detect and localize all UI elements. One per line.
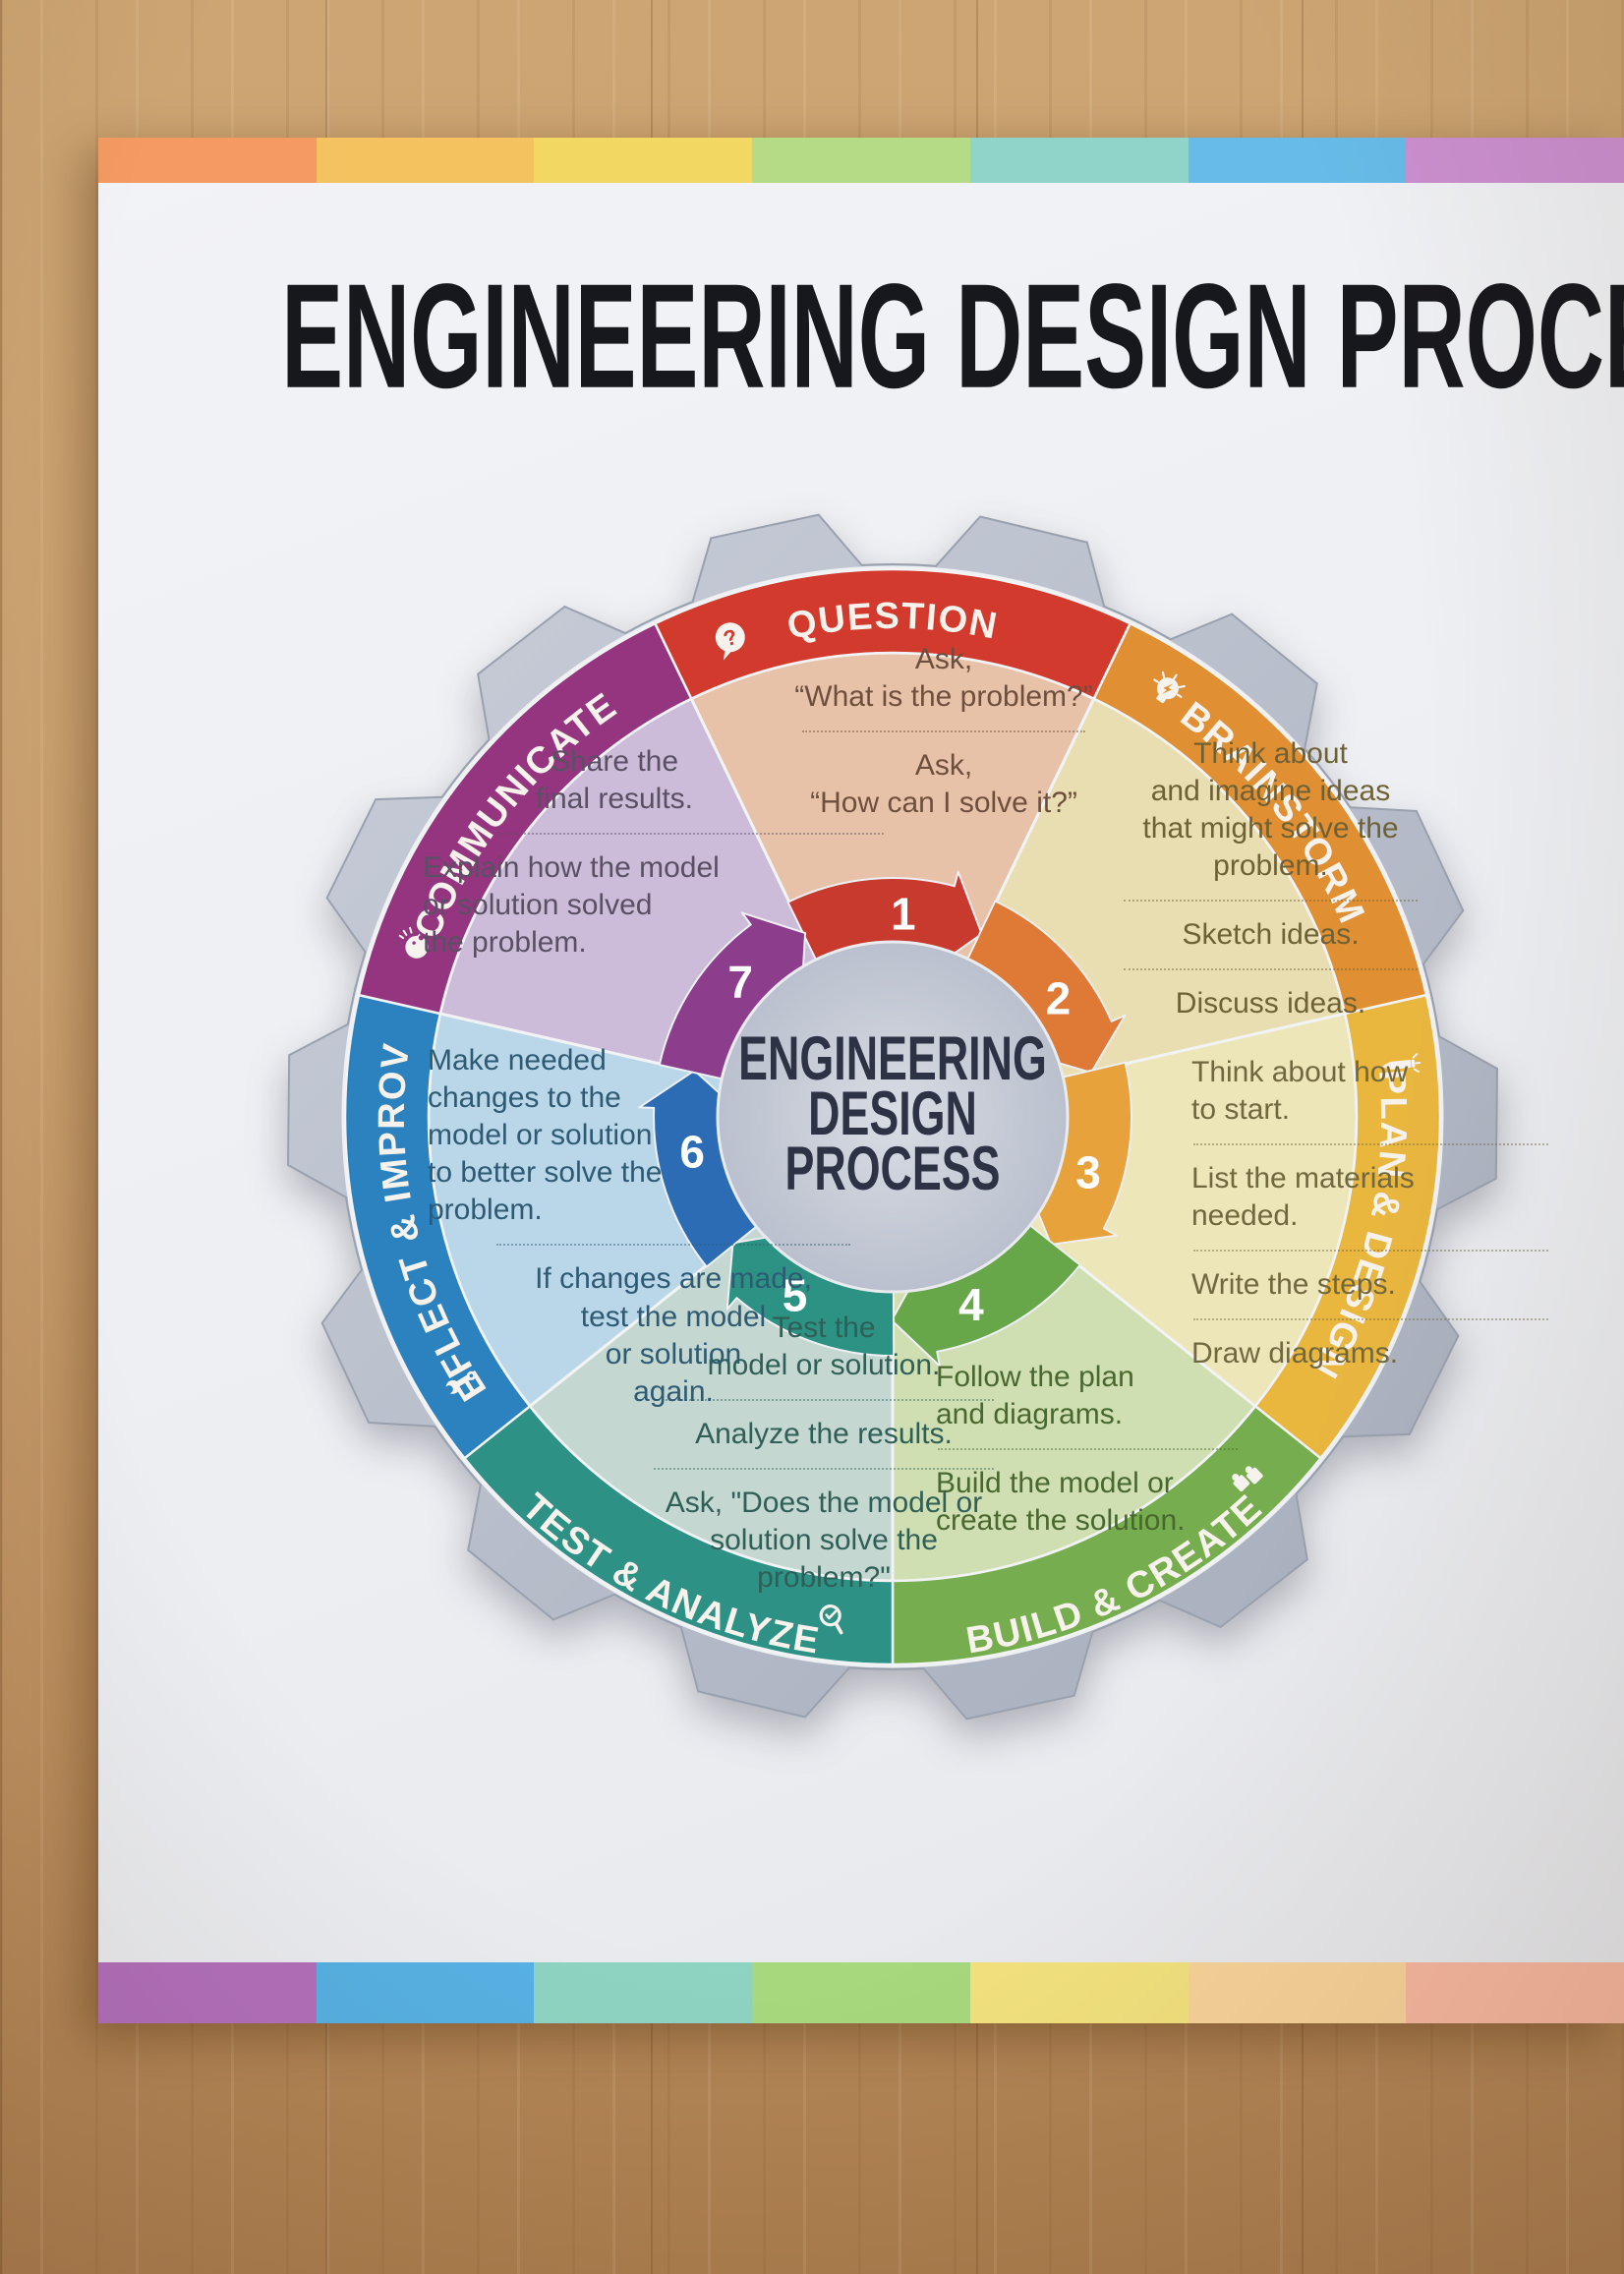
magnifier-check-icon [819,1604,843,1635]
bottom-color-strip [98,1962,1624,2023]
strip-color-block [1406,138,1624,183]
reflect-improve-sector-text: Make needed changes to the model or solu… [428,1042,919,1411]
center-title-line: ENGINEERING [738,1024,1047,1093]
step-number-6: 6 [679,1126,705,1177]
step-note: Build the model or create the solution. [936,1467,1186,1538]
step-note: Think about how to start. [1191,1056,1409,1127]
step-number-7: 7 [727,957,753,1008]
step-note: Ask, “What is the problem?” [794,643,1093,714]
step-note: List the materials needed. [1191,1162,1415,1233]
strip-color-block [969,1962,1189,2023]
divider [497,833,884,836]
strip-color-block [1188,1962,1407,2023]
step-note: Test the model or solution. [707,1312,941,1382]
step-number-3: 3 [1075,1147,1101,1198]
step-note: Make needed changes to the model or solu… [428,1044,663,1227]
step-number-4: 4 [958,1279,984,1330]
divider [938,1448,1239,1451]
strip-color-block [534,138,753,183]
strip-color-block [1406,1962,1624,2023]
divider [654,1399,994,1402]
step-number-2: 2 [1046,973,1072,1024]
step-note: Sketch ideas. [1182,918,1360,952]
band-communicate [357,621,693,1016]
step-note: If changes are made, test the model or s… [535,1262,812,1408]
step-note: Write the steps. [1191,1268,1396,1302]
divider [1124,968,1418,971]
divider [1193,1318,1548,1321]
center-title-line: DESIGN [808,1079,977,1148]
step-note: Think about and imagine ideas that might… [1142,737,1399,883]
strip-color-block [752,138,970,183]
step-note: Share the final results. [535,745,694,816]
step-note: Discuss ideas. [1175,987,1366,1020]
strip-color-block [534,1962,753,2023]
step-note: Draw diagrams. [1191,1337,1399,1370]
step-note: Follow the plan and diagrams. [936,1361,1134,1431]
divider [654,1468,994,1471]
question-bubble-icon: ? [715,622,745,661]
puzzle-icon [1232,1466,1263,1492]
speaking-head-icon [398,926,429,959]
lightbulb-icon [1153,671,1186,704]
step-note: Ask, “How can I solve it?” [810,749,1077,820]
step-number-5: 5 [783,1270,808,1321]
build-create-sector-text: Follow the plan and diagrams. Build the … [936,1359,1302,1540]
strip-color-block [316,1962,535,2023]
strip-color-block [316,138,535,183]
poster-sheet: ENGINEERING DESIGN PROCESS QUESTIONBRAIN… [98,138,1624,2023]
pencil-icon [1381,1053,1421,1074]
divider [1124,900,1418,903]
center-title-line: PROCESS [784,1135,1000,1203]
communicate-sector-text: Share the final results. Explain how the… [423,743,958,962]
divider [802,730,1085,733]
step-note: Analyze the results. [695,1418,953,1451]
strip-color-block [1188,138,1407,183]
question-sector-text: Ask, “What is the problem?” Ask, “How ca… [747,641,1140,822]
strip-color-block [98,1962,317,2023]
strip-color-block [752,1962,970,2023]
divider [1193,1143,1548,1146]
poster-title: ENGINEERING DESIGN PROCESS [281,254,1624,420]
step-number-1: 1 [891,888,916,939]
test-analyze-sector-text: Test the model or solution. Analyze the … [588,1310,1060,1598]
step-note: Explain how the model or solution solved… [423,851,720,960]
strip-color-block [969,138,1189,183]
top-color-strip [98,138,1624,183]
brainstorm-sector-text: Think about and imagine ideas that might… [1067,735,1475,1023]
wrench-icon [444,1370,477,1394]
plan-design-sector-text: Think about how to start. List the mater… [1191,1054,1624,1373]
divider [496,1244,850,1247]
strip-color-block [98,138,317,183]
divider [1193,1250,1548,1253]
step-note: Ask, "Does the model or solution solve t… [665,1487,983,1595]
